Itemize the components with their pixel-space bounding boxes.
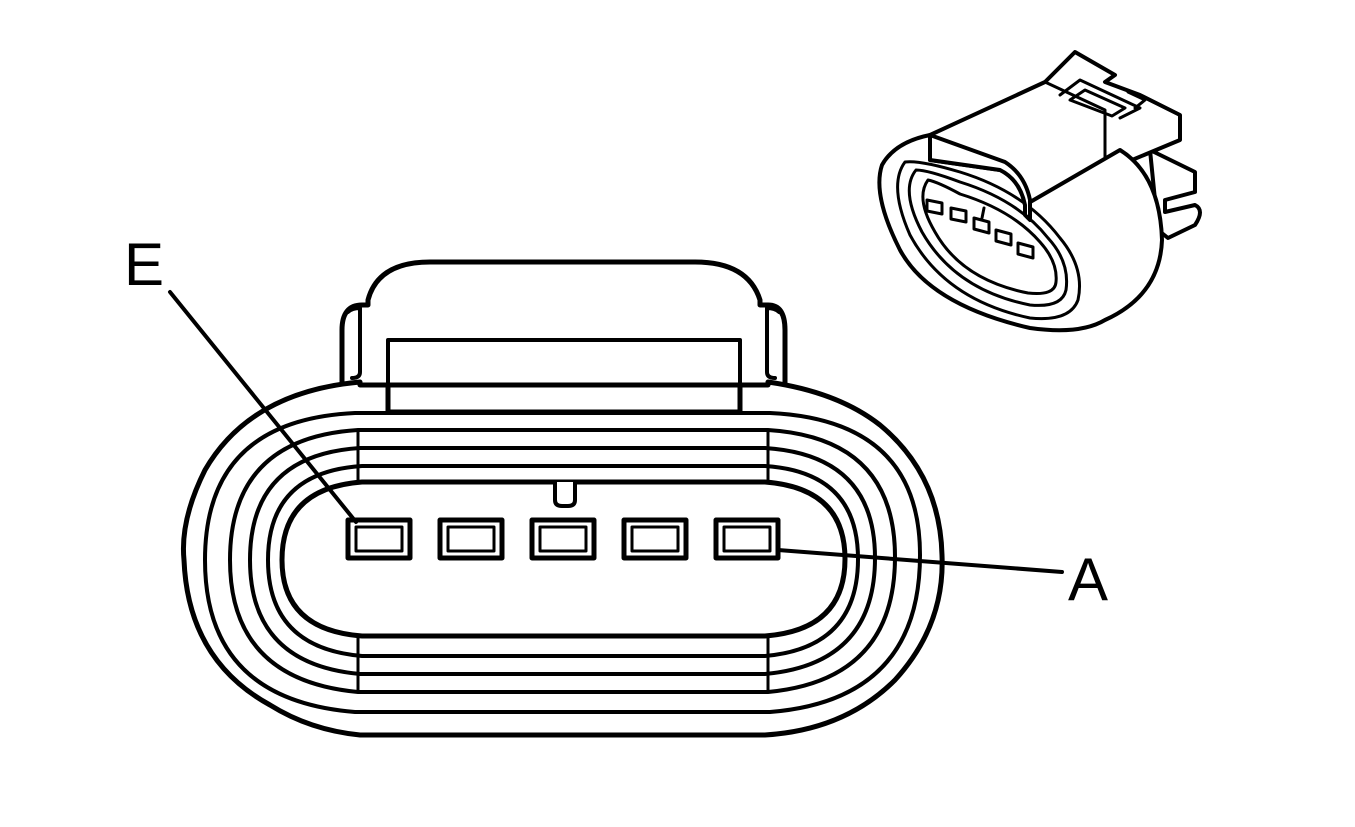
pin-cavity-d (437, 517, 505, 561)
polarization-key (553, 480, 577, 508)
isometric-pin-cavities (925, 198, 1035, 260)
pin-cavity-b (621, 517, 689, 561)
pin-cavity-a (713, 517, 781, 561)
seal-ring-5 (279, 479, 848, 639)
seal-ring-4 (266, 464, 860, 658)
pin-cavity-c (529, 517, 597, 561)
connector-latch-tab (339, 259, 788, 388)
pin-cavities (345, 517, 781, 561)
seal-ring-2 (228, 428, 897, 694)
seal-ring-1 (203, 411, 922, 714)
connector-face-view: E A (124, 231, 1108, 738)
seal-ring-3 (248, 446, 877, 676)
pin-cavity-e (345, 517, 413, 561)
pin-label-e: E (124, 231, 164, 298)
pin-label-a: A (1068, 546, 1108, 613)
leader-line-e (168, 290, 358, 524)
leader-line-a (776, 548, 1064, 574)
connector-isometric-view (877, 50, 1202, 333)
